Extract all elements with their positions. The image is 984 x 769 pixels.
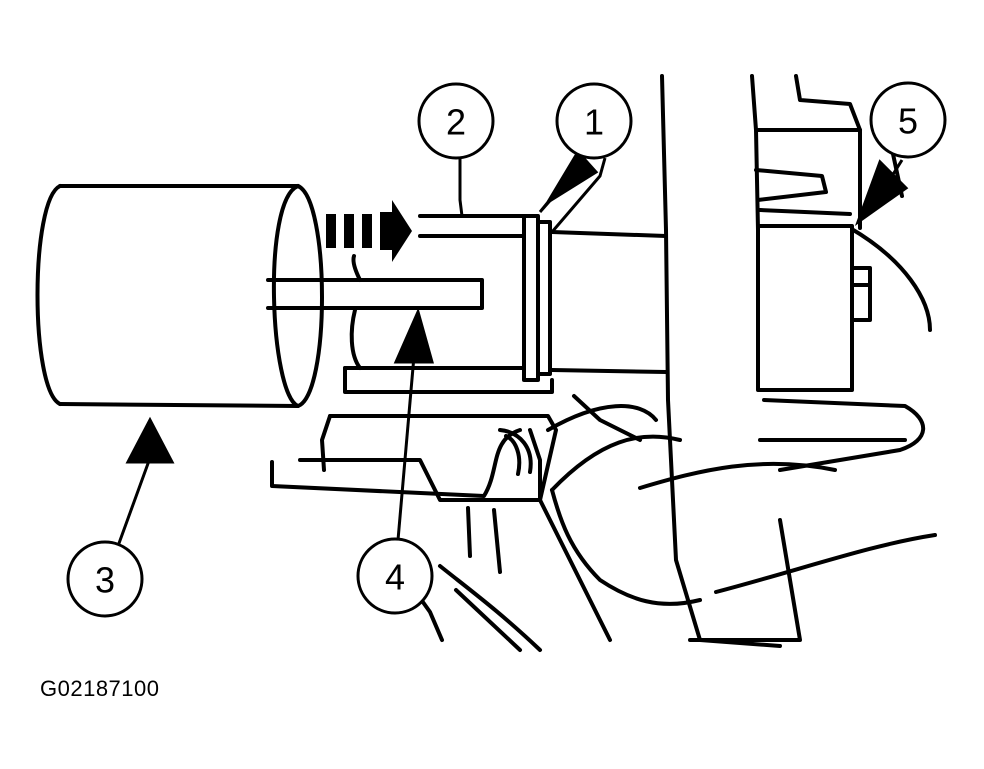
seal-part-1 [522,214,552,382]
callout-label-3: 3 [95,560,115,601]
retaining-clip-lower [349,308,362,370]
callout-label-2: 2 [446,102,466,143]
callout-label-1: 1 [584,102,604,143]
leader-arrow-1 [538,149,607,233]
knuckle-housing [638,74,937,648]
leader-arrow-2 [458,150,464,217]
retaining-clip [351,254,362,282]
callout-label-5: 5 [898,101,918,142]
figure-id: G02187100 [40,676,160,701]
installer-part-2 [343,214,554,394]
callout-label-4: 4 [385,557,405,598]
callout-circle-2 [417,82,495,160]
lower-control-arm [270,394,702,652]
bearing-part-5 [756,224,872,392]
leader-arrow-4 [393,307,434,541]
callout-circle-4 [356,537,434,615]
puller-body-part-3 [35,184,324,408]
callout-circle-3 [66,540,144,618]
callout-circle-1 [555,82,633,160]
axle-shaft [550,230,668,374]
forcing-rod-part-4 [266,278,484,310]
leader-arrow-5 [854,159,909,227]
callout-circle-5 [869,81,947,159]
direction-arrow [326,200,412,262]
leader-arrow-3 [116,416,175,547]
